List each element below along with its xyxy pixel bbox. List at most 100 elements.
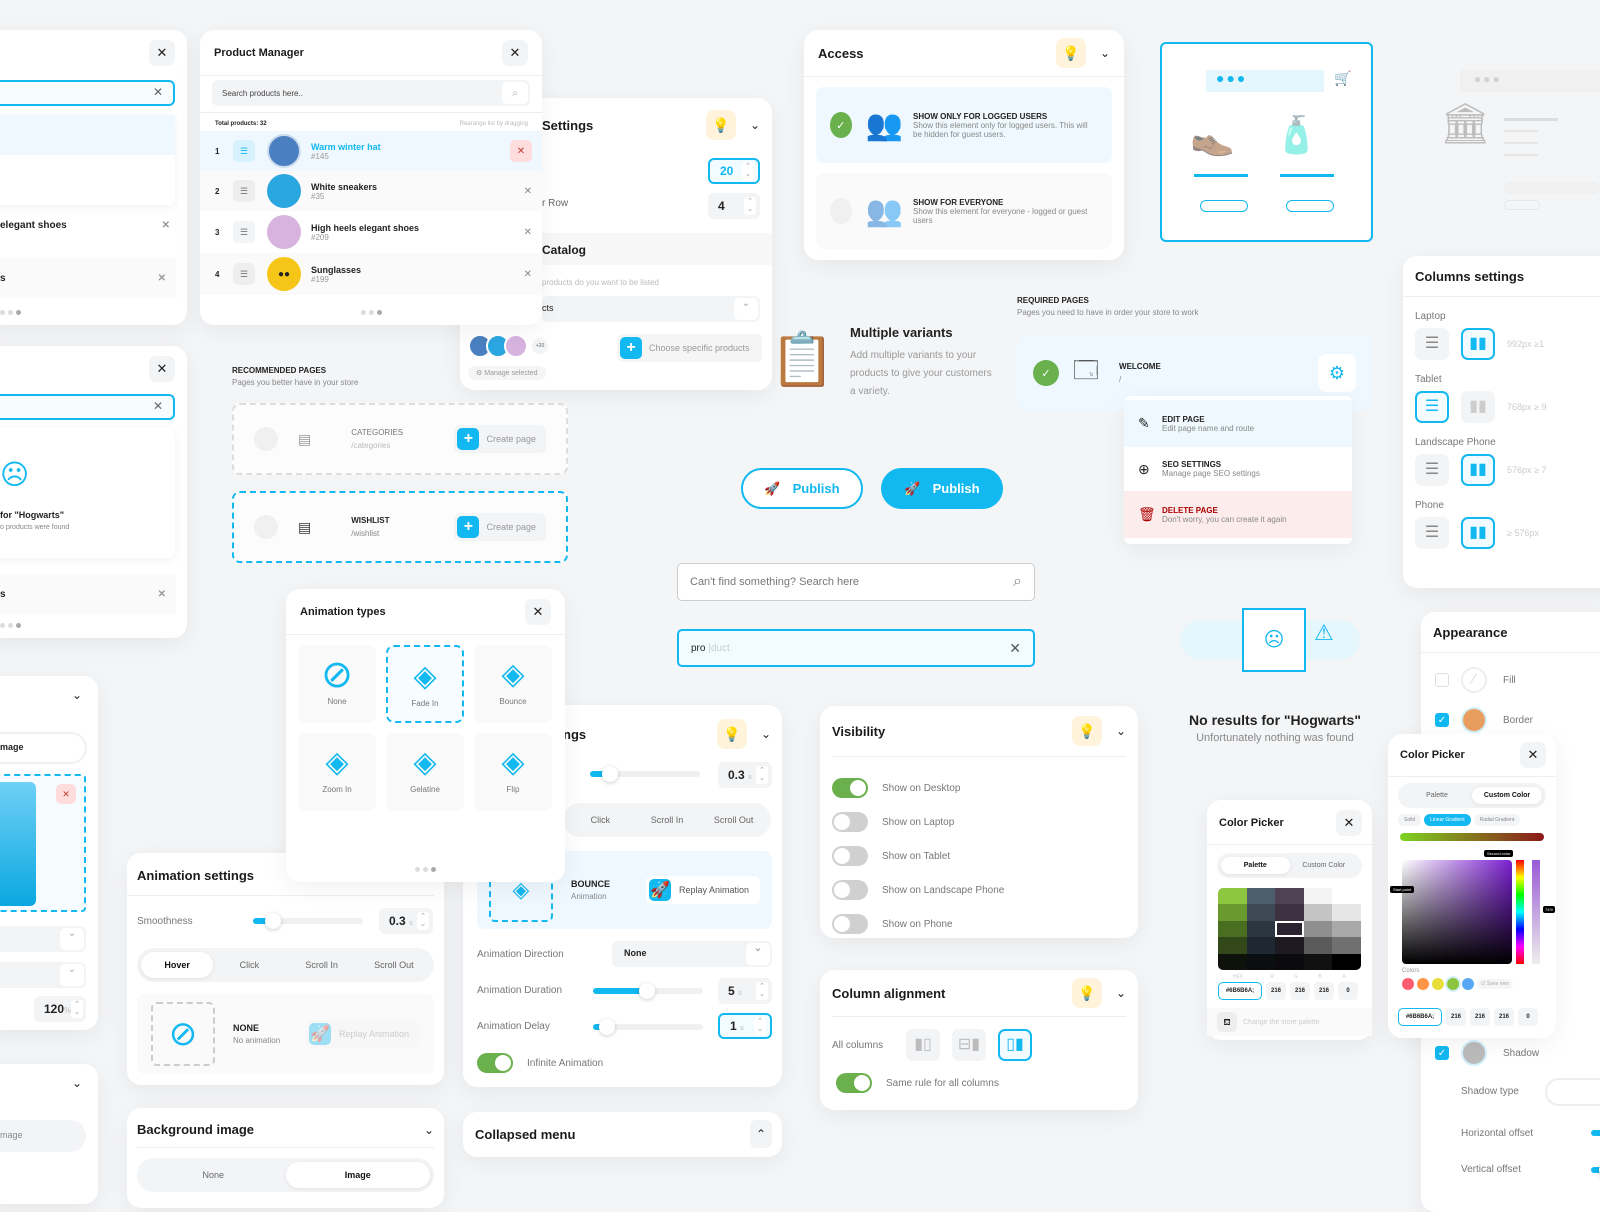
replay-animation-button[interactable]: 🚀Replay Animation	[645, 876, 760, 904]
tab-hover[interactable]: Hover	[141, 952, 214, 978]
remove-icon[interactable]: ✕	[523, 226, 532, 238]
tab-click[interactable]: Click	[590, 815, 611, 825]
a-input[interactable]: 0	[1518, 1008, 1538, 1026]
chevron-down-icon[interactable]: ⌄	[71, 1076, 82, 1090]
mode-solid[interactable]: Solid	[1398, 814, 1422, 826]
global-search-input[interactable]: Can't find something? Search here⌕	[677, 563, 1035, 601]
animation-option-bounce[interactable]: ◈Bounce	[474, 645, 552, 723]
chevron-down-icon[interactable]: ⌄	[1115, 986, 1126, 1000]
tab-custom-color[interactable]: Custom Color	[1472, 787, 1542, 804]
tab-custom-color[interactable]: Custom Color	[1302, 862, 1346, 869]
search-input[interactable]: Search products here.. ⌕	[212, 80, 530, 106]
clear-icon[interactable]: ✕	[152, 399, 163, 413]
tab-scroll-out[interactable]: Scroll Out	[713, 815, 754, 825]
border-checkbox[interactable]: ✓	[1435, 713, 1449, 727]
swatch[interactable]	[1447, 978, 1459, 990]
hue-slider[interactable]	[1516, 860, 1524, 964]
chevron-down-icon[interactable]: ⌄	[734, 298, 758, 320]
tab-scroll-out[interactable]: Scroll Out	[374, 960, 414, 970]
page-card-categories[interactable]: ▤ CATEGORIES/categories +Create page	[232, 403, 568, 475]
gear-icon[interactable]: ⚙	[1318, 354, 1356, 392]
image-dropzone[interactable]: ✕	[0, 774, 86, 912]
close-button[interactable]: ✕	[1520, 742, 1546, 768]
drag-handle-icon[interactable]: ☰	[233, 221, 255, 243]
close-button[interactable]: ✕	[525, 598, 551, 625]
pagination-dots[interactable]	[200, 310, 542, 315]
pagination-dots[interactable]	[0, 623, 21, 628]
close-button[interactable]: ✕	[502, 39, 528, 66]
a-input[interactable]: 0	[1338, 982, 1358, 1000]
tab-scroll-in[interactable]: Scroll In	[305, 960, 338, 970]
alpha-slider[interactable]	[1532, 860, 1540, 964]
g-input[interactable]: 216	[1470, 1008, 1490, 1026]
tab-palette[interactable]: Palette	[1221, 857, 1290, 874]
lightbulb-icon[interactable]: 💡	[1071, 978, 1102, 1008]
publish-button-solid[interactable]: 🚀Publish	[881, 468, 1003, 509]
remove-icon[interactable]: ✕	[157, 272, 166, 284]
search-icon[interactable]: ⌕	[502, 82, 528, 104]
search-input[interactable]: ✕	[0, 394, 175, 420]
select[interactable]: ⌄	[0, 926, 86, 952]
tab-scroll-in[interactable]: Scroll In	[650, 815, 684, 825]
no-fill-swatch[interactable]: ⁄	[1461, 667, 1487, 693]
animation-option-none[interactable]: ⊘None	[298, 645, 376, 723]
stacked-layout-icon[interactable]: ☰	[1415, 328, 1449, 360]
remove-icon[interactable]: ✕	[161, 220, 170, 231]
tab-palette[interactable]: Palette	[1426, 792, 1448, 799]
b-input[interactable]: 216	[1494, 1008, 1514, 1026]
mode-radial-gradient[interactable]: Radial Gradient	[1473, 814, 1521, 826]
table-row[interactable]: 2 ☰ White sneakers#35 ✕	[200, 171, 542, 211]
select[interactable]: ⌄	[0, 962, 86, 988]
hex-input[interactable]: #6B6B6A;	[1398, 1008, 1442, 1026]
animation-option-fade-in[interactable]: ◈Fade In	[386, 645, 464, 723]
create-page-button[interactable]: +Create page	[454, 425, 546, 453]
choose-products-button[interactable]: +Choose specific products	[617, 334, 762, 362]
pagination-dots[interactable]	[286, 867, 565, 872]
publish-button-outline[interactable]: 🚀Publish	[741, 468, 863, 509]
store-template-unselected[interactable]: ●●● 🏛	[1440, 70, 1600, 210]
align-bottom-icon[interactable]: ▯▮	[998, 1029, 1032, 1061]
shadow-type-select[interactable]	[1545, 1078, 1600, 1106]
lightbulb-icon[interactable]: 💡	[1071, 716, 1102, 746]
percent-stepper[interactable]: 120%⌃⌄	[34, 996, 86, 1022]
autocomplete-search-input[interactable]: pro |duct✕	[677, 629, 1035, 667]
create-page-button[interactable]: +Create page	[454, 513, 546, 541]
chevron-down-icon[interactable]: ⌄	[71, 688, 82, 702]
mode-linear-gradient[interactable]: Linear Gradient	[1424, 814, 1471, 826]
tab-image[interactable]: Image	[285, 1162, 430, 1188]
shadow-color-swatch[interactable]	[1461, 1040, 1487, 1066]
drag-handle-icon[interactable]: ☰	[233, 140, 255, 162]
chevron-down-icon[interactable]: ⌄	[423, 1122, 434, 1137]
smoothness-stepper[interactable]: 0.3 s⌃⌄	[379, 908, 433, 934]
table-row[interactable]: 1 ☰ Warm winter hat#145 ✕	[200, 131, 542, 171]
drag-handle-icon[interactable]: ☰	[233, 263, 255, 285]
vertical-offset-slider[interactable]	[1591, 1162, 1600, 1178]
border-color-swatch[interactable]	[1461, 707, 1487, 733]
lightbulb-icon[interactable]: 💡	[705, 110, 736, 140]
chevron-down-icon[interactable]: ⌄	[760, 727, 771, 741]
toggle-tablet[interactable]	[832, 846, 868, 866]
duration-stepper[interactable]: 5 s⌃⌄	[718, 978, 772, 1004]
g-input[interactable]: 216	[1290, 982, 1310, 1000]
duration-slider[interactable]	[593, 983, 703, 999]
palette-grid[interactable]	[1218, 888, 1361, 970]
manage-selected-button[interactable]: ⚙ Manage selected	[468, 366, 546, 380]
two-column-layout-icon[interactable]: ▮▮	[1461, 454, 1495, 486]
two-column-layout-icon[interactable]: ▮▮	[1461, 328, 1495, 360]
delay-stepper[interactable]: 1 s⌃⌄	[718, 1013, 772, 1039]
same-rule-toggle[interactable]	[836, 1073, 872, 1093]
two-column-layout-icon[interactable]: ▮▮	[1461, 517, 1495, 549]
product-select[interactable]: cts⌄	[542, 296, 760, 322]
clear-icon[interactable]: ✕	[152, 85, 163, 99]
color-area[interactable]	[1402, 860, 1512, 964]
lightbulb-icon[interactable]: 💡	[716, 719, 747, 749]
animation-option-gelatine[interactable]: ◈Gelatine	[386, 733, 464, 811]
chevron-down-icon[interactable]: ⌄	[1099, 46, 1110, 60]
stepper-input[interactable]: 20⌃⌄	[708, 158, 760, 184]
chevron-down-icon[interactable]: ⌄	[1115, 724, 1126, 738]
shadow-checkbox[interactable]: ✓	[1435, 1046, 1449, 1060]
